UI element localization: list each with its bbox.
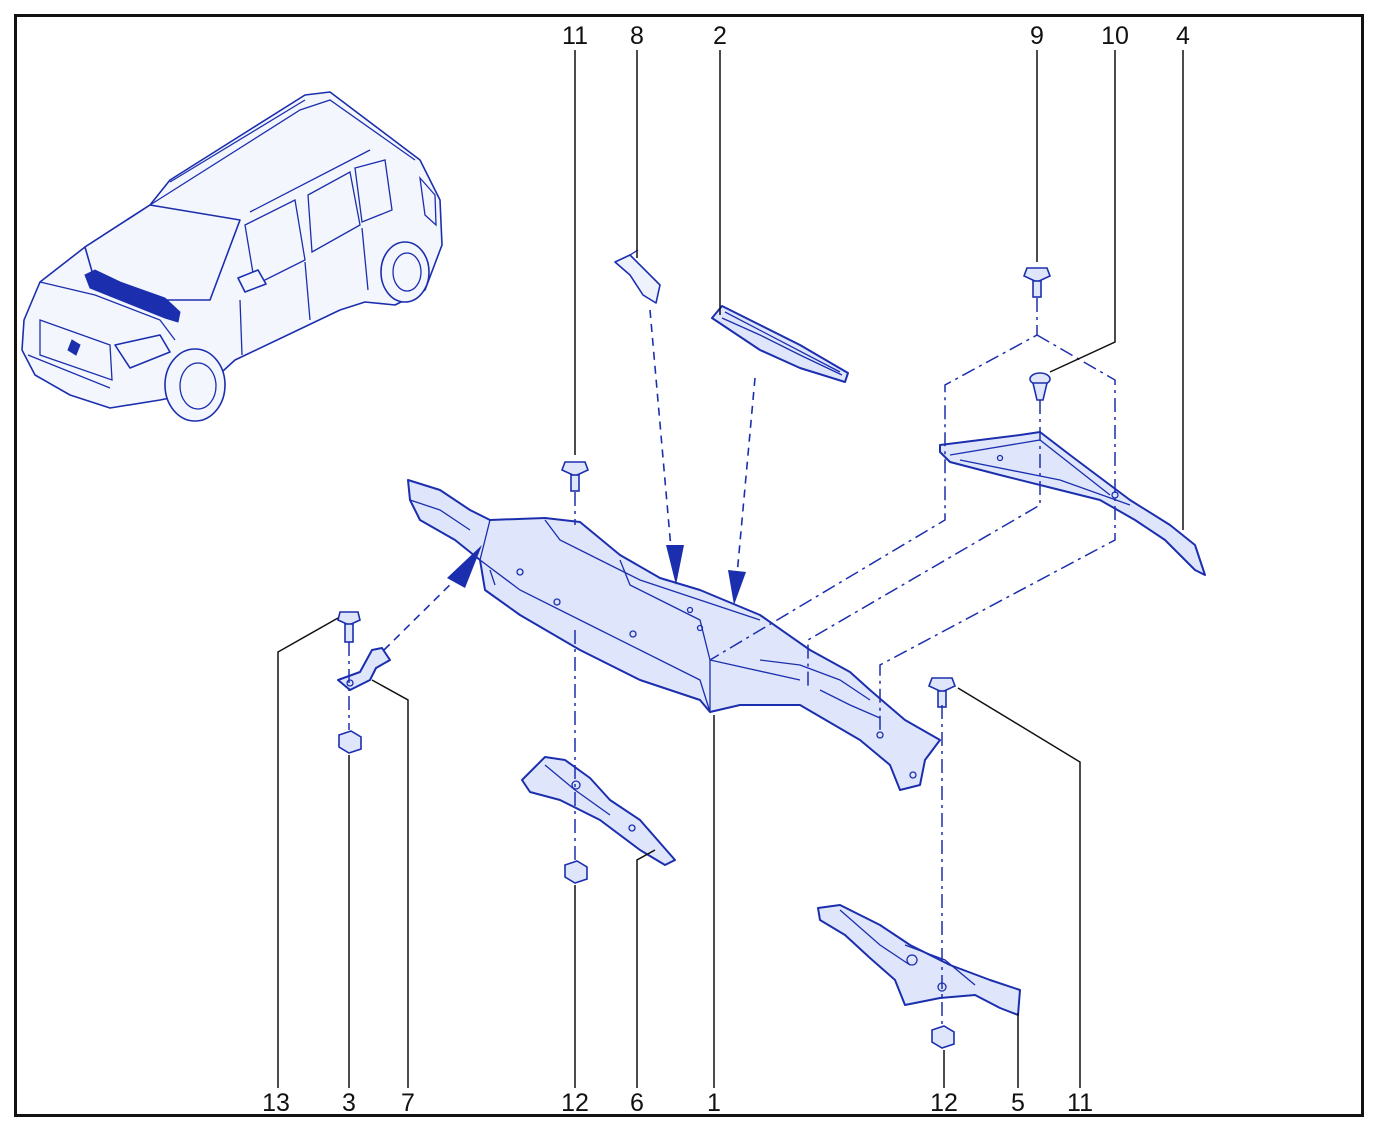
- callout-9: 9: [1030, 22, 1044, 50]
- callout-4: 4: [1176, 22, 1190, 50]
- fastener-10-clip: [1029, 372, 1051, 401]
- callout-11-top: 11: [562, 22, 588, 50]
- part-2-grille-insert: [711, 305, 849, 383]
- callout-13: 13: [262, 1089, 290, 1117]
- callout-1: 1: [707, 1089, 721, 1117]
- vehicle-location-illustration: [21, 91, 443, 422]
- callout-labels: 11 8 2 9 10 4 13 3 7 12 6 1 12 5 11: [262, 22, 1190, 1117]
- callout-7: 7: [401, 1089, 415, 1117]
- part-5-bracket: [817, 904, 1021, 1016]
- part-4-side-panel: [939, 431, 1206, 576]
- part-6-bracket: [521, 756, 676, 866]
- callout-3: 3: [342, 1089, 356, 1117]
- callout-6: 6: [630, 1089, 644, 1117]
- fastener-11-right-bolt: [927, 677, 957, 708]
- callout-2: 2: [713, 22, 727, 50]
- part-7-clip: [337, 647, 391, 691]
- callout-10: 10: [1101, 22, 1129, 50]
- leader-lines: [277, 50, 1184, 1088]
- fastener-12-right-nut: [931, 1025, 955, 1049]
- callout-5: 5: [1011, 1089, 1025, 1117]
- part-1-main-crossmember: [407, 479, 941, 791]
- callout-11-bottom: 11: [1067, 1089, 1093, 1117]
- callout-12-left: 12: [561, 1089, 589, 1117]
- fastener-12-left-nut: [564, 860, 588, 884]
- fastener-11-top-bolt: [560, 461, 590, 492]
- fastener-9-bolt: [1022, 267, 1052, 298]
- fastener-13-bolt: [337, 611, 361, 643]
- callout-8: 8: [630, 22, 644, 50]
- callout-12-right: 12: [930, 1089, 958, 1117]
- fastener-3-nut: [338, 730, 362, 754]
- assembly-lines: [348, 298, 1116, 1025]
